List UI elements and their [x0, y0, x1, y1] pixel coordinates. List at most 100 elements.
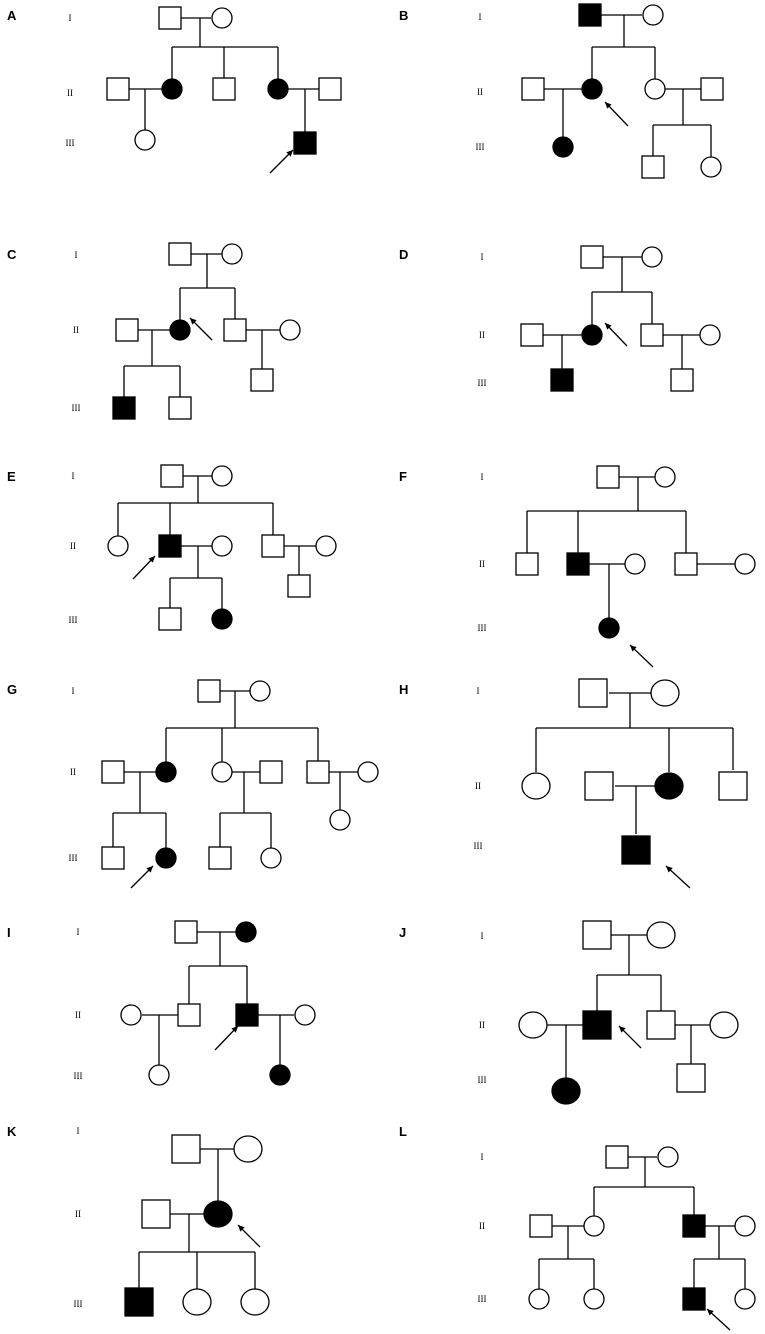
female-unaffected-symbol: [709, 1011, 739, 1039]
generation-label-gen-3: III: [74, 1299, 83, 1309]
female-unaffected-symbol: [650, 679, 680, 707]
male-unaffected-symbol: [177, 1003, 201, 1027]
female-unaffected-symbol: [624, 553, 646, 575]
female-unaffected-symbol: [700, 156, 722, 178]
female-unaffected-symbol: [699, 324, 721, 346]
generation-label-gen-2: II: [479, 330, 485, 340]
male-unaffected-symbol: [670, 368, 694, 392]
male-unaffected-symbol: [718, 771, 748, 801]
male-affected-symbol: [235, 1003, 259, 1027]
female-unaffected-symbol: [641, 246, 663, 268]
generation-label-gen-3: III: [476, 142, 485, 152]
proband-arrowhead-icon: [619, 1026, 626, 1033]
female-unaffected-symbol: [583, 1215, 605, 1237]
generation-label-gen-1: I: [481, 931, 484, 941]
panel-label: H: [399, 682, 408, 697]
female-affected-symbol: [211, 608, 233, 630]
female-unaffected-symbol: [260, 847, 282, 869]
generation-label-gen-2: II: [70, 767, 76, 777]
proband-arrowhead-icon: [605, 323, 612, 330]
male-affected-symbol: [566, 552, 590, 576]
male-unaffected-symbol: [306, 760, 330, 784]
male-unaffected-symbol: [520, 323, 544, 347]
female-unaffected-symbol: [221, 243, 243, 265]
generation-label-gen-2: II: [75, 1209, 81, 1219]
female-unaffected-symbol: [182, 1288, 212, 1316]
female-affected-symbol: [161, 78, 183, 100]
panel-label: G: [7, 682, 17, 697]
generation-label-gen-1: I: [77, 927, 80, 937]
male-unaffected-symbol: [212, 77, 236, 101]
male-affected-symbol: [158, 534, 182, 558]
generation-label-gen-3: III: [72, 403, 81, 413]
generation-label-gen-1: I: [479, 12, 482, 22]
panel-label: I: [7, 925, 11, 940]
generation-label-gen-1: I: [481, 1152, 484, 1162]
male-unaffected-symbol: [605, 1145, 629, 1169]
female-unaffected-symbol: [734, 553, 756, 575]
generation-label-gen-3: III: [74, 1071, 83, 1081]
proband-arrowhead-icon: [146, 866, 153, 873]
male-unaffected-symbol: [580, 245, 604, 269]
male-unaffected-symbol: [168, 242, 192, 266]
male-unaffected-symbol: [515, 552, 539, 576]
generation-label-gen-1: I: [72, 471, 75, 481]
male-affected-symbol: [578, 3, 602, 27]
female-unaffected-symbol: [657, 1146, 679, 1168]
generation-label-gen-3: III: [474, 841, 483, 851]
generation-label-gen-3: III: [478, 1075, 487, 1085]
male-affected-symbol: [582, 1010, 612, 1040]
male-unaffected-symbol: [106, 77, 130, 101]
generation-label-gen-3: III: [66, 138, 75, 148]
male-unaffected-symbol: [160, 464, 184, 488]
generation-label-gen-3: III: [478, 1294, 487, 1304]
generation-label-gen-2: II: [479, 559, 485, 569]
male-unaffected-symbol: [223, 318, 247, 342]
male-affected-symbol: [293, 131, 317, 155]
female-unaffected-symbol: [211, 535, 233, 557]
generation-label-gen-1: I: [72, 686, 75, 696]
female-unaffected-symbol: [315, 535, 337, 557]
generation-label-gen-1: I: [477, 686, 480, 696]
female-affected-symbol: [654, 772, 684, 800]
generation-label-gen-2: II: [475, 781, 481, 791]
male-unaffected-symbol: [578, 678, 608, 708]
panel-label: B: [399, 8, 408, 23]
male-unaffected-symbol: [141, 1199, 171, 1229]
proband-arrowhead-icon: [238, 1225, 245, 1232]
female-unaffected-symbol: [654, 466, 676, 488]
proband-arrowhead-icon: [286, 150, 293, 157]
generation-label-gen-3: III: [69, 615, 78, 625]
generation-label-gen-2: II: [477, 87, 483, 97]
generation-label-gen-3: III: [69, 853, 78, 863]
proband-arrowhead-icon: [148, 556, 155, 563]
male-unaffected-symbol: [158, 6, 182, 30]
generation-label-gen-1: I: [481, 252, 484, 262]
female-affected-symbol: [155, 847, 177, 869]
male-unaffected-symbol: [171, 1134, 201, 1164]
male-unaffected-symbol: [521, 77, 545, 101]
male-unaffected-symbol: [115, 318, 139, 342]
male-unaffected-symbol: [101, 846, 125, 870]
male-unaffected-symbol: [641, 155, 665, 179]
female-unaffected-symbol: [249, 680, 271, 702]
male-unaffected-symbol: [640, 323, 664, 347]
male-affected-symbol: [621, 835, 651, 865]
male-affected-symbol: [682, 1214, 706, 1238]
generation-label-gen-2: II: [70, 541, 76, 551]
male-affected-symbol: [682, 1287, 706, 1311]
male-unaffected-symbol: [168, 396, 192, 420]
male-unaffected-symbol: [646, 1010, 676, 1040]
panel-label: C: [7, 247, 17, 262]
male-unaffected-symbol: [259, 760, 283, 784]
female-affected-symbol: [269, 1064, 291, 1086]
generation-label-gen-2: II: [75, 1010, 81, 1020]
male-affected-symbol: [112, 396, 136, 420]
female-unaffected-symbol: [233, 1135, 263, 1163]
female-affected-symbol: [235, 921, 257, 943]
